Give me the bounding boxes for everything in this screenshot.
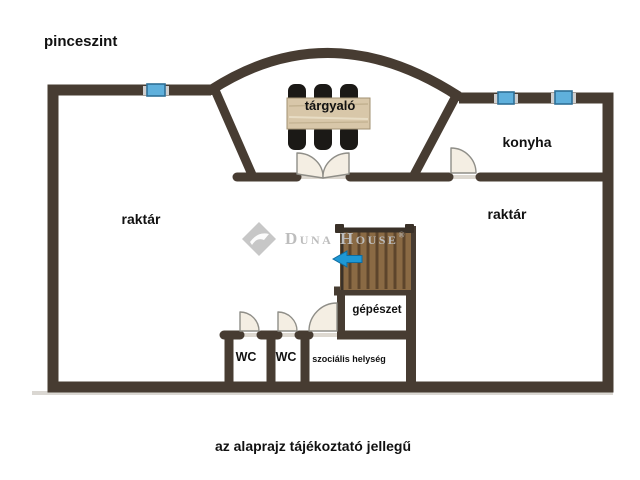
room-label-gepeszet: gépészet [352, 304, 402, 316]
diagonal-wall-left [210, 88, 258, 179]
floor-title: pinceszint [44, 33, 118, 50]
room-label-raktar-right: raktár [487, 206, 527, 222]
wc-right-door-swing [277, 311, 298, 332]
stairs-post [405, 224, 414, 233]
table-grain [288, 121, 369, 124]
chair [340, 124, 358, 150]
room-label-wc-left: WC [235, 350, 257, 364]
wall-shadow [32, 391, 613, 395]
curved-wall [206, 47, 463, 101]
stairs-direction-arrow-icon [331, 250, 363, 268]
room-label-szocialis: szociális helység [312, 354, 386, 364]
chair [314, 124, 332, 150]
double-door-right-leaf [322, 152, 350, 179]
szocialis-door-swing [308, 302, 338, 332]
room-label-konyha: konyha [502, 134, 552, 150]
stairs-post [335, 224, 344, 233]
konyha-door-swing [450, 147, 477, 174]
wc-left-door-swing [239, 311, 260, 332]
chair [288, 124, 306, 150]
diagonal-wall-right [409, 93, 460, 180]
meeting-table-group [286, 84, 371, 150]
room-label-wc-right: WC [275, 350, 297, 364]
outer-walls [47, 84, 614, 393]
window-marker [551, 90, 576, 105]
double-door-left-leaf [296, 152, 324, 179]
table-grain [288, 116, 369, 120]
meeting-table [286, 97, 371, 130]
room-label-targyalo: tárgyaló [304, 98, 356, 113]
disclaimer-caption: az alaprajz tájékoztató jellegű [214, 438, 412, 454]
window-marker [143, 83, 169, 97]
table-grain [288, 103, 369, 107]
room-label-raktar-left: raktár [121, 211, 161, 227]
window-marker [494, 91, 518, 105]
